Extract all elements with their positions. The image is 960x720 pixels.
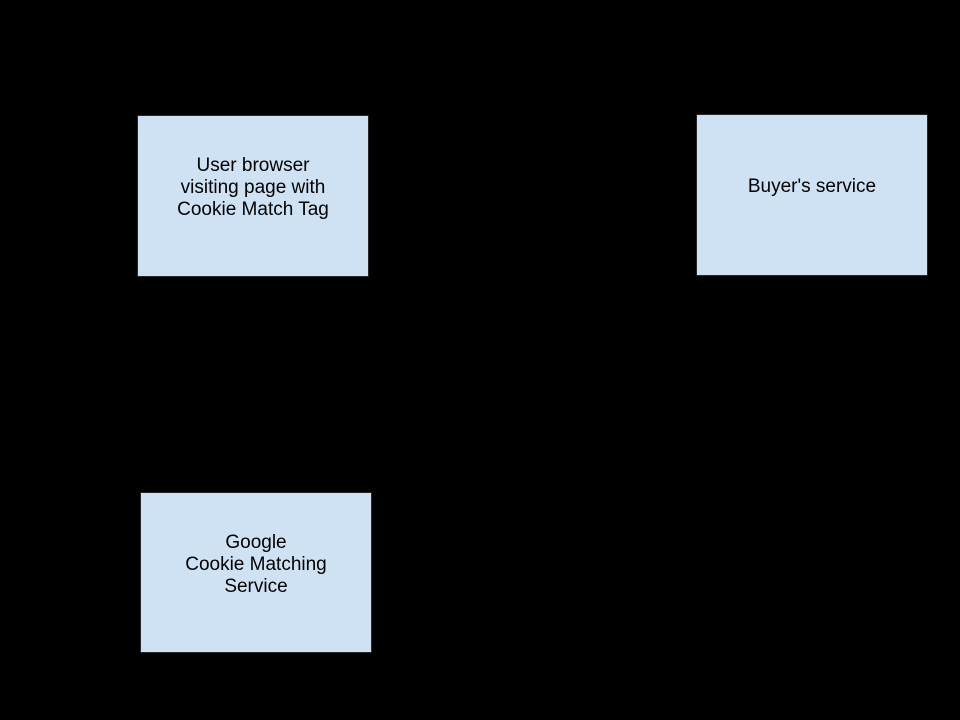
node-label-line: Cookie Matching xyxy=(185,553,327,575)
node-label-line: Cookie Match Tag xyxy=(177,199,329,220)
node-label-line: visiting page with xyxy=(180,177,326,198)
node-user-browser-label: User browser visiting page with Cookie M… xyxy=(138,155,368,221)
node-google-cookie-matching-service: Google Cookie Matching Service xyxy=(140,492,372,653)
node-label-line: User browser xyxy=(196,155,310,176)
node-label-line: Service xyxy=(224,575,288,597)
node-user-browser: User browser visiting page with Cookie M… xyxy=(137,115,369,277)
node-google-cookie-matching-service-label: Google Cookie Matching Service xyxy=(141,532,371,598)
node-label-line: Buyer's service xyxy=(747,176,877,197)
node-buyers-service-label: Buyer's service xyxy=(697,176,927,198)
node-label-line: Google xyxy=(225,531,287,553)
node-buyers-service: Buyer's service xyxy=(696,114,928,276)
